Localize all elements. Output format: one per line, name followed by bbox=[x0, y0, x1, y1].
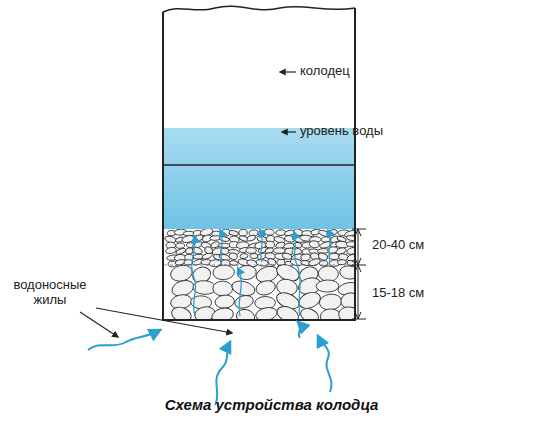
stone bbox=[337, 260, 346, 265]
layer-boundary bbox=[164, 265, 354, 266]
stone bbox=[282, 253, 292, 260]
dimension-label: 15-18 см bbox=[372, 286, 424, 301]
stone bbox=[235, 307, 257, 319]
aquifer-label: водоносные жилы bbox=[6, 278, 94, 308]
well-shaft bbox=[163, 8, 355, 320]
stone bbox=[169, 263, 194, 283]
caption: Схема устройства колодца bbox=[2, 396, 539, 413]
dimension-lines bbox=[352, 229, 366, 319]
stone bbox=[297, 289, 323, 311]
stone bbox=[230, 279, 256, 299]
stone bbox=[329, 253, 339, 260]
aquifer-veins bbox=[88, 230, 332, 405]
stone bbox=[346, 235, 354, 241]
stone bbox=[246, 248, 257, 254]
stone bbox=[240, 253, 249, 259]
dimension-label: 20-40 см bbox=[372, 238, 424, 253]
stone bbox=[229, 252, 238, 260]
stone bbox=[213, 281, 233, 296]
stone bbox=[255, 296, 276, 309]
stone bbox=[320, 309, 341, 319]
water bbox=[164, 128, 354, 229]
gravel-filter bbox=[164, 229, 354, 319]
stone bbox=[210, 306, 235, 319]
stone bbox=[181, 234, 194, 243]
stone bbox=[218, 243, 230, 248]
stone bbox=[254, 279, 277, 298]
stone bbox=[299, 306, 321, 319]
stone bbox=[273, 248, 285, 254]
stone bbox=[219, 236, 230, 242]
stone bbox=[256, 259, 269, 267]
stone bbox=[300, 254, 310, 261]
stone bbox=[233, 294, 254, 310]
stone bbox=[213, 264, 235, 280]
stone bbox=[201, 252, 213, 260]
water-level-line bbox=[163, 164, 355, 166]
stone bbox=[264, 229, 275, 236]
stone bbox=[229, 230, 239, 237]
water-level-label: уровень воды bbox=[300, 124, 383, 139]
stone bbox=[275, 304, 301, 319]
stone bbox=[170, 305, 194, 319]
stone bbox=[255, 306, 279, 319]
well-label: колодец bbox=[300, 64, 350, 79]
well-top-break bbox=[163, 6, 355, 12]
leader-arrows bbox=[80, 72, 296, 337]
stone bbox=[165, 247, 177, 255]
stone bbox=[246, 234, 256, 242]
stone bbox=[309, 240, 320, 248]
stone bbox=[338, 306, 354, 319]
stone bbox=[339, 265, 354, 280]
stone bbox=[214, 294, 235, 309]
stone bbox=[176, 243, 185, 249]
stone bbox=[293, 242, 303, 249]
stone bbox=[346, 242, 354, 247]
stone bbox=[265, 241, 274, 249]
stone bbox=[316, 280, 339, 293]
